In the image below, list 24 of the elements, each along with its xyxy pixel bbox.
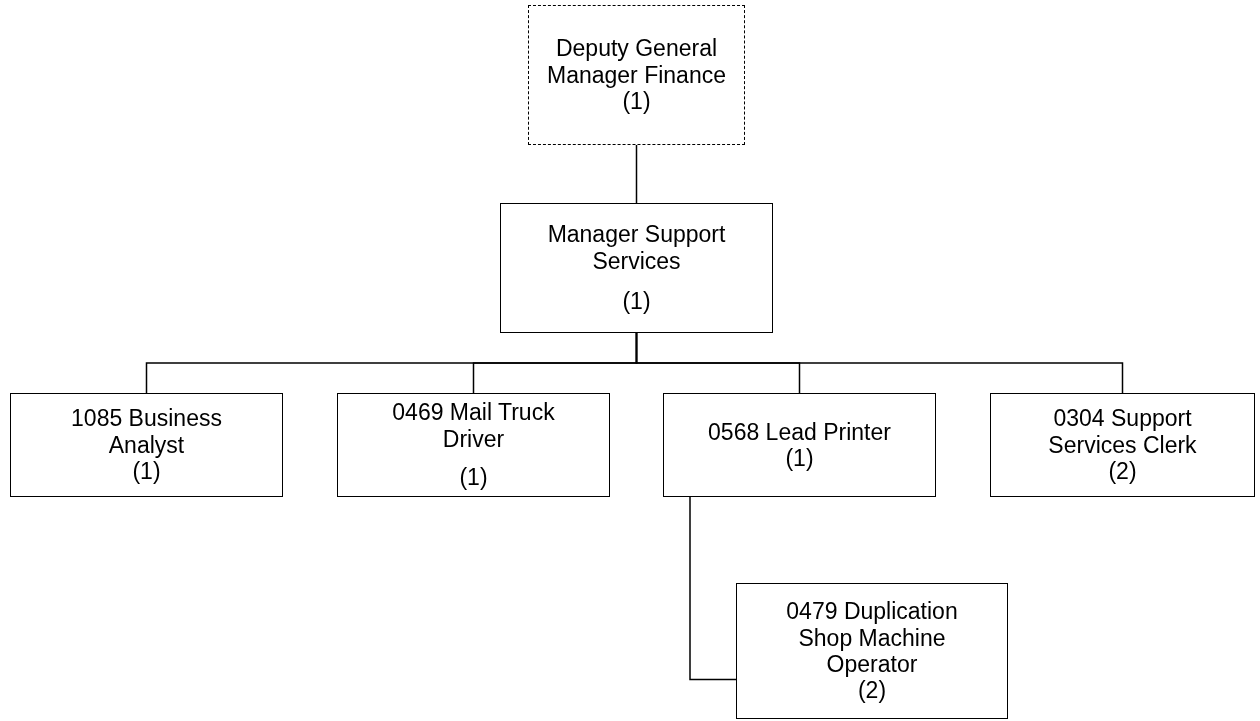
position-count: (1) — [622, 88, 651, 115]
position-title: 0568 Lead Printer — [708, 418, 891, 445]
position-title: 0479 Duplication Shop Machine Operator — [785, 598, 959, 678]
position-box — [663, 393, 936, 497]
connector-line — [635, 332, 1124, 394]
position-count: (1) — [785, 445, 814, 472]
position-count: (1) — [459, 464, 488, 491]
dashed-position-box — [528, 5, 745, 145]
connector-line — [635, 144, 638, 204]
position-title: Deputy General Manager Finance — [546, 35, 727, 89]
position-box — [500, 203, 773, 333]
position-title: 0304 Support Services Clerk — [1047, 405, 1198, 459]
position-title: 1085 Business Analyst — [70, 405, 223, 459]
position-count: (2) — [857, 677, 887, 704]
connector-line — [689, 496, 737, 681]
position-count: (1) — [622, 288, 651, 315]
position-count: (1) — [132, 458, 161, 485]
position-box — [736, 583, 1008, 719]
position-box — [10, 393, 283, 497]
position-title: 0469 Mail Truck Driver — [391, 399, 556, 453]
position-box — [337, 393, 610, 497]
position-title: Manager Support Services — [546, 221, 727, 275]
position-box — [990, 393, 1255, 497]
position-count: (2) — [1108, 458, 1137, 485]
